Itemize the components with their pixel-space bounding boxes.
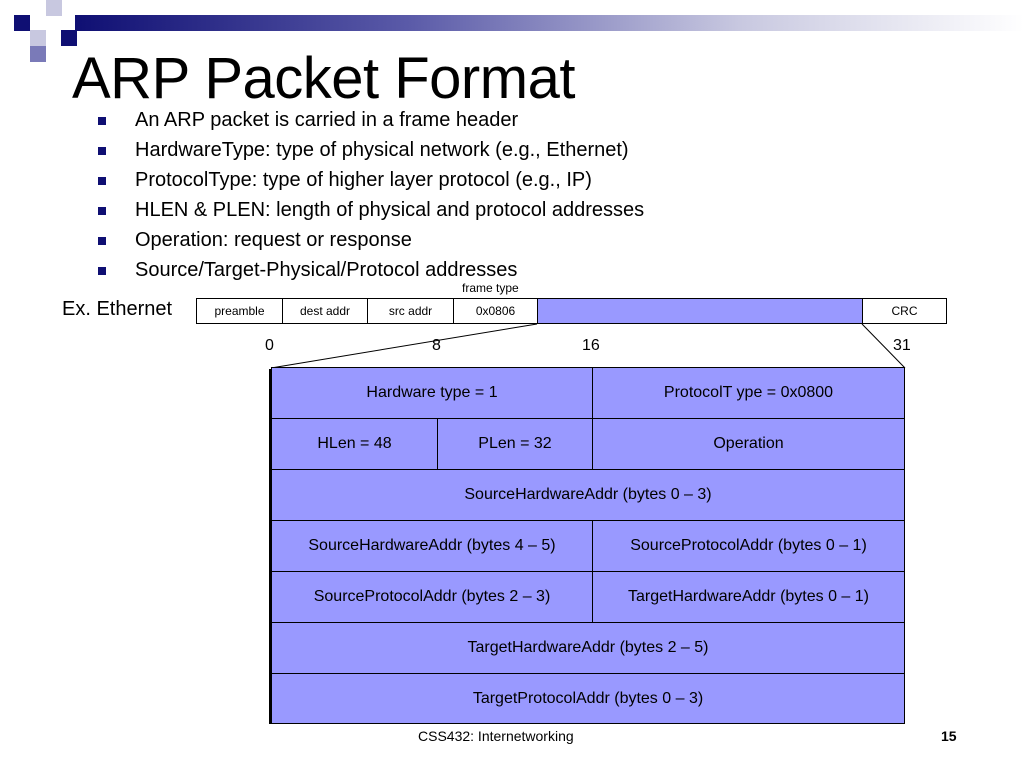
bullet-text: An ARP packet is carried in a frame head… xyxy=(135,109,519,131)
decorative-square xyxy=(30,30,46,46)
bit-label-8: 8 xyxy=(432,337,441,354)
frame-type-caption: frame type xyxy=(462,281,519,295)
bullet-text: ProtocolType: type of higher layer proto… xyxy=(135,169,592,191)
bullet-text: Operation: request or response xyxy=(135,229,412,251)
bullet-item: HLEN & PLEN: length of physical and prot… xyxy=(98,198,644,228)
bit-label-0: 0 xyxy=(265,337,274,354)
packet-row: SourceHardwareAddr (bytes 4 – 5) SourceP… xyxy=(272,521,904,572)
decorative-square xyxy=(61,30,77,46)
footer-course: CSS432: Internetworking xyxy=(418,728,574,744)
header-gradient-band xyxy=(75,15,1024,31)
frame-field-type: 0x0806 xyxy=(454,299,538,323)
zoom-line-right xyxy=(861,323,906,369)
frame-example-label: Ex. Ethernet xyxy=(62,298,173,320)
field-plen: PLen = 32 xyxy=(438,419,593,469)
frame-field-src-addr: src addr xyxy=(368,299,454,323)
arp-packet: Hardware type = 1 ProtocolT ype = 0x0800… xyxy=(271,367,905,724)
bullet-square-icon xyxy=(98,177,106,185)
field-hardware-type: Hardware type = 1 xyxy=(272,368,593,418)
packet-row: HLen = 48 PLen = 32 Operation xyxy=(272,419,904,470)
field-target-protocol-addr-0-3: TargetProtocolAddr (bytes 0 – 3) xyxy=(472,689,704,707)
packet-left-edge xyxy=(269,369,272,724)
bullet-square-icon xyxy=(98,117,106,125)
bullet-square-icon xyxy=(98,207,106,215)
bullet-item: Source/Target-Physical/Protocol addresse… xyxy=(98,258,644,288)
field-source-hardware-addr-0-3: SourceHardwareAddr (bytes 0 – 3) xyxy=(464,486,712,503)
field-target-hardware-addr-2-5: TargetHardwareAddr (bytes 2 – 5) xyxy=(467,639,709,656)
slide-title: ARP Packet Format xyxy=(72,46,575,111)
decorative-square xyxy=(46,0,62,16)
frame-field-dest-addr: dest addr xyxy=(283,299,368,323)
bullet-item: ProtocolType: type of higher layer proto… xyxy=(98,168,644,198)
frame-field-preamble: preamble xyxy=(197,299,283,323)
bit-label-16: 16 xyxy=(582,337,600,354)
packet-row: TargetProtocolAddr (bytes 0 – 3) xyxy=(272,674,904,723)
bullet-square-icon xyxy=(98,237,106,245)
bit-label-31: 31 xyxy=(893,337,911,354)
field-hlen: HLen = 48 xyxy=(272,419,438,469)
frame-field-arp-payload xyxy=(538,299,863,323)
decorative-square xyxy=(30,46,46,62)
packet-row: TargetHardwareAddr (bytes 2 – 5) xyxy=(272,623,904,674)
packet-row: SourceHardwareAddr (bytes 0 – 3) xyxy=(272,470,904,521)
field-source-protocol-addr-0-1: SourceProtocolAddr (bytes 0 – 1) xyxy=(630,537,867,554)
field-source-protocol-addr-2-3: SourceProtocolAddr (bytes 2 – 3) xyxy=(272,572,593,622)
frame-field-crc: CRC xyxy=(891,304,918,318)
packet-row: Hardware type = 1 ProtocolT ype = 0x0800 xyxy=(272,368,904,419)
page-number: 15 xyxy=(941,728,957,744)
bullet-text: Source/Target-Physical/Protocol addresse… xyxy=(135,259,518,281)
bullet-list: An ARP packet is carried in a frame head… xyxy=(98,108,644,288)
zoom-line-left xyxy=(270,323,538,369)
bullet-item: HardwareType: type of physical network (… xyxy=(98,138,644,168)
field-source-hardware-addr-4-5: SourceHardwareAddr (bytes 4 – 5) xyxy=(272,521,593,571)
bullet-item: An ARP packet is carried in a frame head… xyxy=(98,108,644,138)
field-operation: Operation xyxy=(713,435,784,452)
bullet-text: HLEN & PLEN: length of physical and prot… xyxy=(135,199,645,221)
field-target-hardware-addr-0-1: TargetHardwareAddr (bytes 0 – 1) xyxy=(628,588,869,605)
packet-row: SourceProtocolAddr (bytes 2 – 3) TargetH… xyxy=(272,572,904,623)
bullet-square-icon xyxy=(98,267,106,275)
bullet-square-icon xyxy=(98,147,106,155)
decorative-square xyxy=(14,15,30,31)
field-protocol-type: ProtocolT ype = 0x0800 xyxy=(663,384,834,401)
bullet-item: Operation: request or response xyxy=(98,228,644,258)
ethernet-frame: preamble dest addr src addr 0x0806 CRC xyxy=(196,298,947,324)
bullet-text: HardwareType: type of physical network (… xyxy=(135,139,629,161)
